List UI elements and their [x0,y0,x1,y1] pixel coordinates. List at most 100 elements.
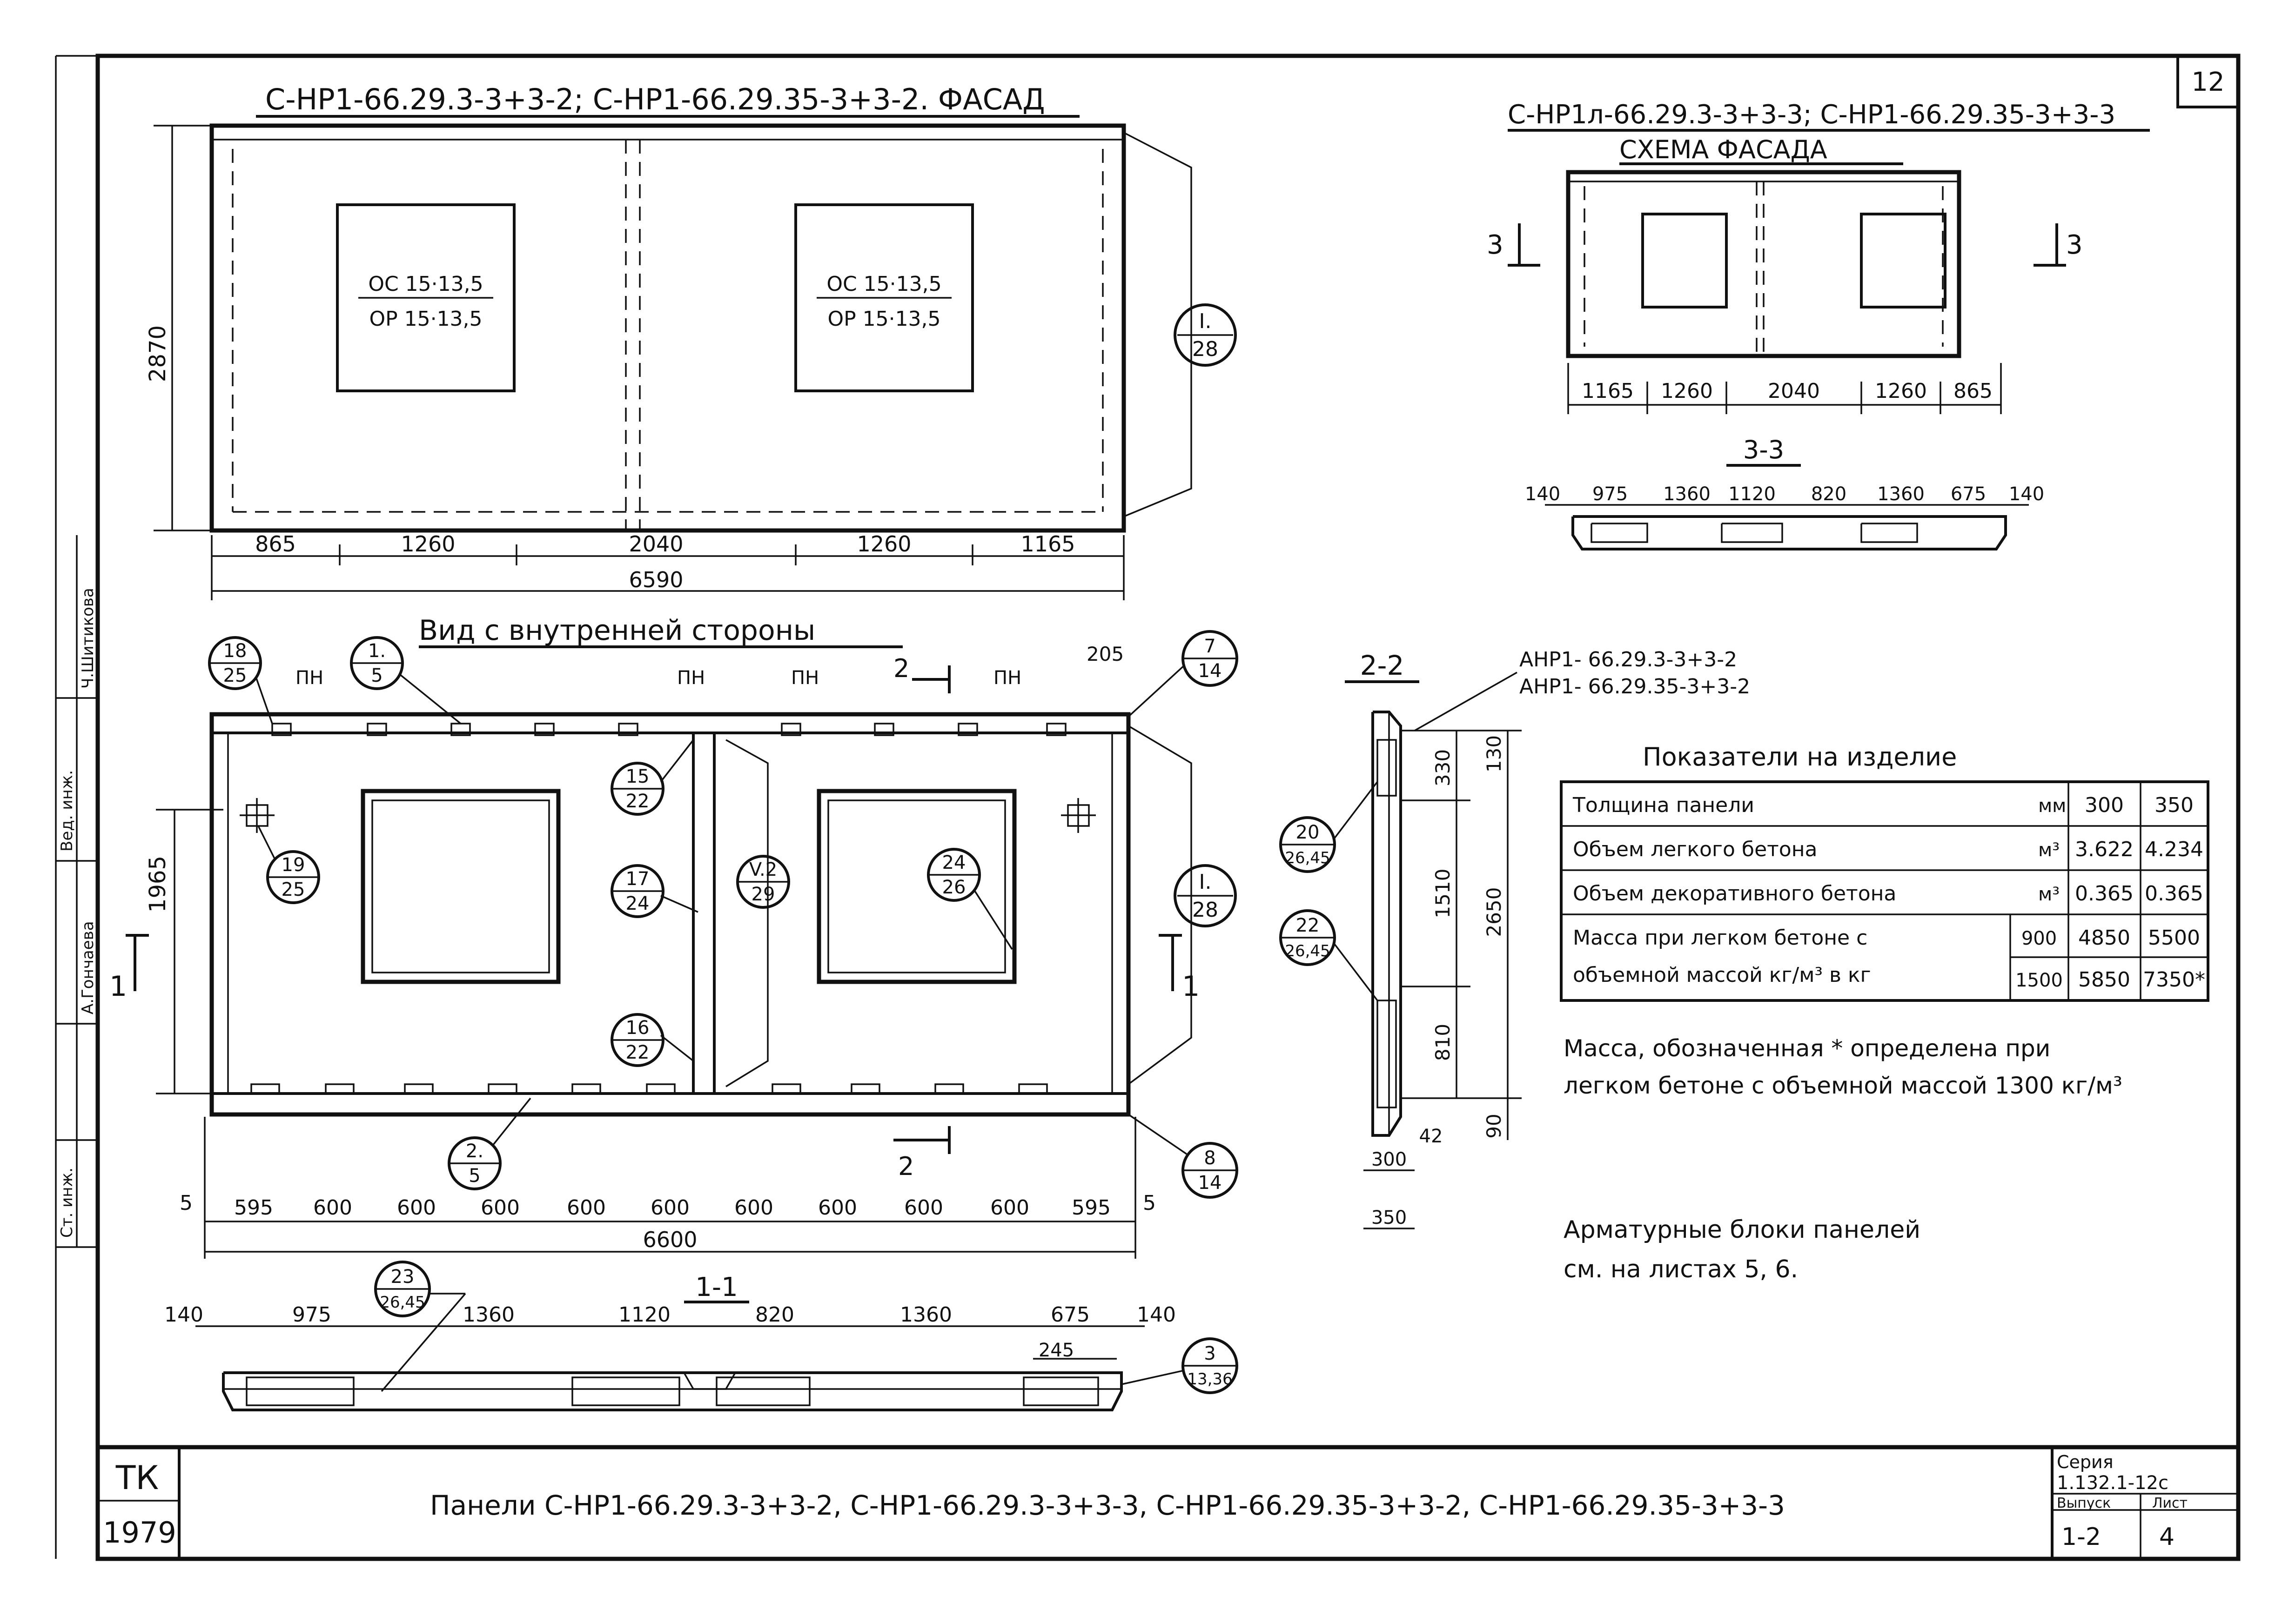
sec11-dim-245: 245 [1039,1340,1074,1361]
ind-row3-label: Объем декоративного бетона [1573,882,1896,906]
interior-dim-10: 600 [904,1196,943,1220]
interior-dim-7: 600 [651,1196,690,1220]
scheme-sec-dim-1: 140 [1525,483,1560,505]
interior-dim-5: 600 [481,1196,520,1220]
interior-dim-2: 595 [234,1196,273,1220]
facade-dim-1: 865 [255,531,296,557]
facade-dim-5: 1165 [1020,531,1075,557]
issue-label: Выпуск [2057,1495,2111,1511]
sec22-dim-42: 42 [1419,1126,1443,1147]
sec11-dim-2: 975 [292,1303,331,1327]
callout-8-14: 8 14 [1128,1114,1238,1199]
series-label: Серия [2057,1452,2114,1472]
sec11-dim-1: 140 [164,1303,203,1327]
svg-text:5: 5 [371,665,383,686]
svg-text:16: 16 [626,1017,650,1039]
sheet-frame [55,54,2241,1561]
facade-callout-bottom: 28 [1192,337,1218,361]
svg-text:14: 14 [1198,660,1222,682]
mass-density-2: 1500 [2015,970,2063,991]
svg-text:29: 29 [752,884,775,905]
section11-title: 1-1 [695,1272,738,1302]
section22-title: 2-2 [1360,650,1404,681]
ind-row3-v350: 0.365 [2145,882,2203,906]
interior-window-left [361,789,561,984]
interior-dim-11: 600 [990,1196,1029,1220]
scheme-sec-dim-8: 140 [2009,483,2044,505]
issue-value: 1-2 [2061,1523,2101,1551]
reinforcement-note-line2: см. на листах 5, 6. [1564,1255,1798,1283]
mass-1-v300: 4850 [2078,926,2130,950]
svg-text:22: 22 [626,791,650,812]
svg-text:22: 22 [1296,915,1320,936]
ind-row1-v300: 300 [2085,793,2124,817]
ind-row1-unit: мм [2038,795,2066,817]
callout-15-22: 15 22 [611,739,694,816]
svg-text:25: 25 [223,665,247,686]
facade-dim-2: 1260 [401,531,455,557]
scheme-section-right: 3 [2066,230,2083,260]
svg-text:8: 8 [1204,1148,1215,1169]
sec22-dim-350: 350 [1371,1207,1407,1228]
interior-dim-4: 600 [397,1196,436,1220]
facade-dim-4: 1260 [857,531,911,557]
mass-1-v350: 5500 [2148,926,2200,950]
svg-text:23: 23 [391,1266,415,1288]
reinforcement-note-line1: Арматурные блоки панелей [1564,1216,1920,1244]
pn-label-4: ПН [993,667,1021,689]
section22-label1: АНР1- 66.29.3-3+3-2 [1519,648,1737,671]
sec22-dim-1510: 1510 [1431,869,1454,919]
sec22-dim-330: 330 [1431,749,1454,786]
scheme-sec-dim-6: 1360 [1877,483,1925,505]
facade-scheme: С-НР1л-66.29.3-3+3-3; С-НР1-66.29.35-3+3… [1487,100,2150,550]
svg-text:25: 25 [282,879,305,900]
interior-dim-9: 600 [818,1196,857,1220]
scheme-sec-dim-5: 820 [1811,483,1846,505]
scheme-sec-dim-4: 1120 [1728,483,1776,505]
stamp-row-1: Ч.Шитикова [79,588,97,689]
interior-dim-3: 600 [313,1196,352,1220]
callout-2-5: 2. 5 [448,1097,531,1190]
callout-23-2645: 23 26,45 [374,1261,466,1392]
interior-height-dim: 1965 [145,856,171,913]
svg-text:18: 18 [223,640,247,662]
interior-dim-8: 600 [734,1196,773,1220]
pn-label-3: ПН [791,667,819,689]
svg-text:17: 17 [626,868,650,890]
sec11-dim-5: 820 [755,1303,794,1327]
sec11-dim-7: 675 [1051,1303,1090,1327]
callout-i-28-interior: I. 28 [1128,725,1237,1085]
scheme-section-left: 3 [1487,230,1503,260]
sheet-label: Лист [2152,1495,2188,1511]
sec22-dim-300: 300 [1371,1149,1407,1170]
mass-label-2: объемной массой кг/м³ в кг [1573,963,1871,987]
interior-dim-1: 5 [180,1191,193,1215]
scheme-title-line1: С-НР1л-66.29.3-3+3-3; С-НР1-66.29.35-3+3… [1508,100,2115,130]
svg-text:20: 20 [1296,822,1320,843]
sheet-number: 12 [2191,67,2224,97]
svg-text:V.2: V.2 [749,859,777,880]
sec11-dim-6: 1360 [900,1303,952,1327]
interior-dim-13: 5 [1143,1191,1156,1215]
ind-row2-v300: 3.622 [2075,838,2134,861]
callout-20-2645: 20 26,45 [1279,781,1378,873]
stamp-row-2: А.Гончаева [79,921,97,1014]
callout-22-2645: 22 26,45 [1279,909,1378,1001]
window-left-label-bottom: ОР 15·13,5 [369,307,482,331]
scheme-sec-dim-7: 675 [1951,483,1986,505]
svg-text:26,45: 26,45 [380,1293,425,1312]
section-2-2: 2-2 АНР1- 66.29.3-3+3-2 АНР1- 66.29.35-3… [1279,648,1750,1229]
mass-2-v300: 5850 [2078,968,2130,992]
svg-text:26,45: 26,45 [1285,849,1330,867]
year-label: 1979 [103,1516,176,1550]
side-mark-left: 1 [109,970,127,1003]
interior-view: Вид с внутренней стороны [109,614,1238,1259]
callout-24-26: 24 26 [927,848,1013,950]
indicators-title: Показатели на изделие [1643,742,1957,772]
sec22-dim-130: 130 [1483,735,1505,772]
interior-overall-dim: 6600 [643,1227,697,1252]
callout-3-1336: 3 13,36 [1121,1337,1238,1394]
svg-text:7: 7 [1204,636,1215,657]
approval-stamp: Ч.Шитикова А.Гончаева Вед. инж. Ст. инж. [56,535,98,1248]
sheet-value: 4 [2159,1523,2175,1551]
